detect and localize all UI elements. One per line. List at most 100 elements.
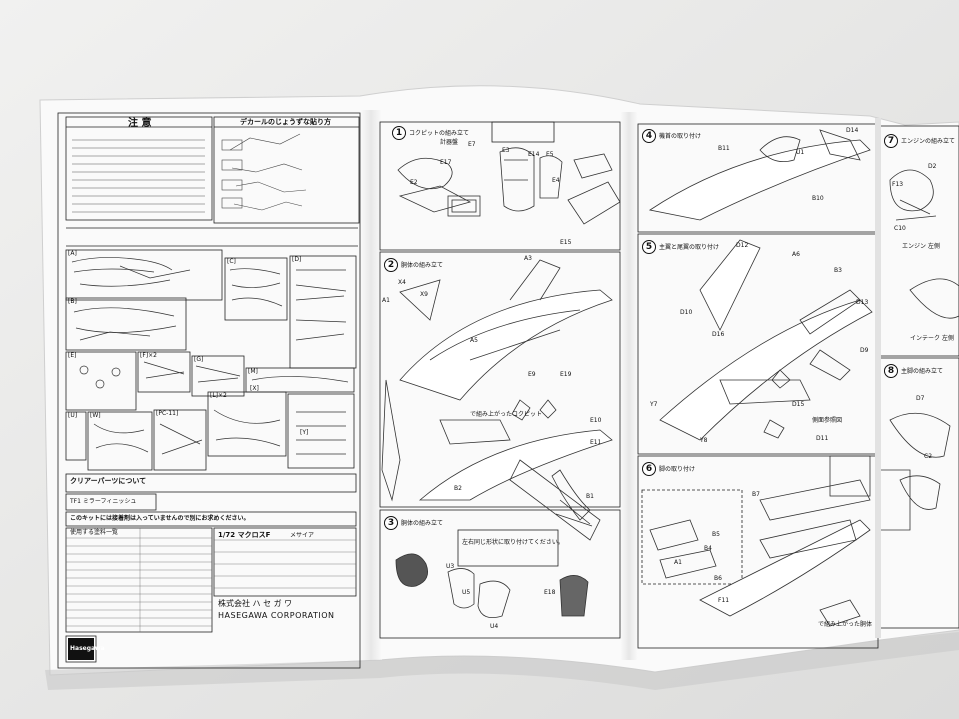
series-label: 1/72 マクロスF: [218, 531, 271, 539]
part-code: X4: [398, 279, 406, 286]
step-number-8: 8: [884, 364, 898, 378]
step-number-1: 1: [392, 126, 406, 140]
left-right-note: 左右同じ形状に取り付けてください。: [462, 539, 564, 546]
part-code: D14: [846, 127, 859, 134]
part-code: D16: [712, 331, 725, 338]
cockpit-note: で組み上がったコクピット: [470, 411, 543, 418]
parts-label: [L]×2: [210, 392, 227, 399]
part-code: E4: [552, 177, 560, 184]
part-code: B1: [586, 493, 594, 500]
part-code: Y7: [650, 401, 658, 408]
part-code: D12: [736, 242, 749, 249]
brand-logo: Hasegawa: [70, 645, 105, 652]
part-code: A3: [524, 255, 532, 262]
product-label: メサイア: [290, 532, 315, 539]
part-code: B2: [454, 485, 462, 492]
part-code: D2: [928, 163, 937, 170]
parts-label: [U]: [68, 412, 78, 419]
part-code: E14: [528, 151, 540, 158]
parts-label: [G]: [194, 356, 204, 363]
part-code: E7: [468, 141, 476, 148]
part-code: E11: [590, 439, 602, 446]
step8-label: 主脚の組み立て: [901, 368, 944, 375]
step2-label: 胴体の組み立て: [401, 262, 444, 269]
part-code: D11: [816, 435, 829, 442]
step-number-3: 3: [384, 516, 398, 530]
part-code: D9: [860, 347, 869, 354]
part-code: B6: [714, 575, 722, 582]
parts-label: [X]: [250, 385, 259, 392]
side-reference-note: 側面参照図: [812, 417, 843, 424]
panel-label: 計器盤: [440, 139, 459, 146]
step4-label: 機首の取り付け: [659, 133, 702, 140]
step1-label: コクピットの組み立て: [409, 130, 470, 137]
part-code: D13: [856, 299, 869, 306]
part-code: E2: [410, 179, 418, 186]
part-code: F11: [718, 597, 730, 604]
part-code: U1: [796, 149, 805, 156]
part-code: B5: [712, 531, 720, 538]
part-code: A5: [470, 337, 478, 344]
parts-label: [B]: [68, 298, 77, 305]
step-number-2: 2: [384, 258, 398, 272]
step-number-6: 6: [642, 462, 656, 476]
booklet-paper: [39, 85, 959, 676]
part-code: D15: [792, 401, 805, 408]
part-code: E5: [546, 151, 554, 158]
parts-label: [M]: [248, 368, 258, 375]
part-code: D7: [916, 395, 925, 402]
part-code: E17: [440, 159, 452, 166]
intake-left-label: インテーク 左側: [910, 335, 954, 342]
part-code: E18: [544, 589, 556, 596]
parts-label: [C]: [227, 258, 236, 265]
right-page: [637, 123, 959, 649]
parts-label: [A]: [68, 250, 77, 257]
film-label: TF1 ミラーフィニッシュ: [70, 498, 137, 505]
company-en: HASEGAWA CORPORATION: [218, 611, 335, 620]
right-gutter: [620, 112, 638, 660]
step-number-4: 4: [642, 129, 656, 143]
parts-label: [W]: [90, 412, 101, 419]
part-code: U5: [462, 589, 471, 596]
hasegawa-logo-badge: [68, 638, 94, 660]
part-code: B11: [718, 145, 730, 152]
step5-label: 主翼と尾翼の取り付け: [659, 244, 720, 251]
part-code: D10: [680, 309, 693, 316]
caution-title: 注 意: [128, 118, 152, 129]
part-code: U4: [490, 623, 499, 630]
part-code: E3: [502, 147, 510, 154]
part-code: X9: [420, 291, 428, 298]
middle-page: [379, 121, 621, 639]
parts-label: [Y]: [300, 429, 309, 436]
part-code: E19: [560, 371, 572, 378]
parts-label: [PC-11]: [156, 410, 179, 417]
part-code: Y8: [700, 437, 708, 444]
part-code: B10: [812, 195, 824, 202]
part-code: U3: [446, 563, 455, 570]
part-code: C10: [894, 225, 906, 232]
parts-label: [D]: [292, 256, 302, 263]
part-code: E9: [528, 371, 536, 378]
step6-label: 脚の取り付け: [659, 466, 696, 473]
company-jp: 株式会社 ハ セ ガ ワ: [218, 599, 293, 608]
engine-left-label: エンジン 左側: [902, 243, 940, 250]
step-number-5: 5: [642, 240, 656, 254]
part-code: A1: [674, 559, 682, 566]
center-gutter: [360, 110, 382, 660]
paint-table-title: 使用する塗料一覧: [70, 529, 119, 536]
part-code: E15: [560, 239, 572, 246]
assembled-body-note: で組み上がった胴体: [818, 621, 873, 628]
step-number-7: 7: [884, 134, 898, 148]
step3-label: 胴体の組み立て: [401, 520, 444, 527]
parts-label: [E]: [68, 352, 77, 359]
part-code: C2: [924, 453, 933, 460]
